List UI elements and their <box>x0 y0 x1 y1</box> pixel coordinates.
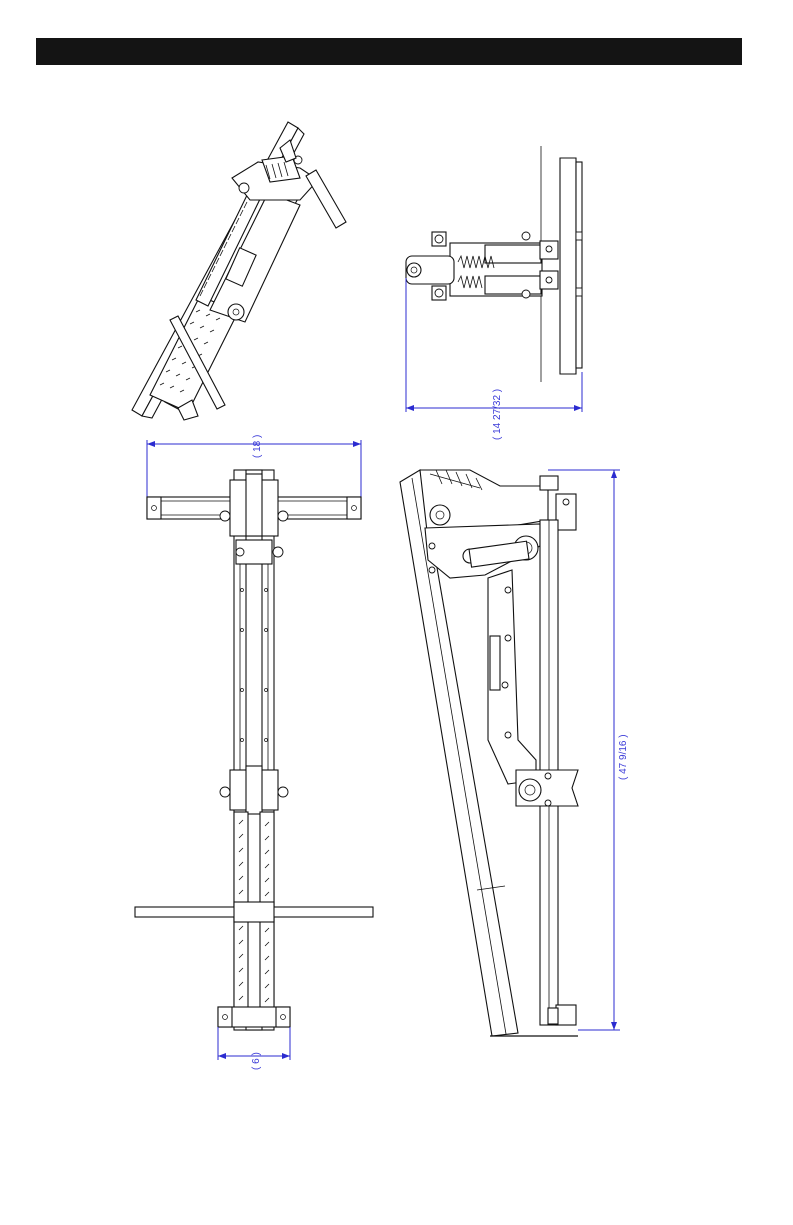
top-view: ( 14 27/32 ) <box>406 146 582 440</box>
dimension-top-width: ( 18 ) <box>252 435 263 458</box>
dimension-side-height: ( 47 9/16 ) <box>618 734 629 780</box>
dimension-bottom-width: ( 6 ) <box>251 1052 262 1070</box>
dimension-side-depth: ( 14 27/32 ) <box>492 389 503 440</box>
side-view: ( 47 9/16 ) <box>400 470 629 1036</box>
isometric-view <box>132 122 346 420</box>
front-view: ( 18 ) <box>135 435 373 1070</box>
